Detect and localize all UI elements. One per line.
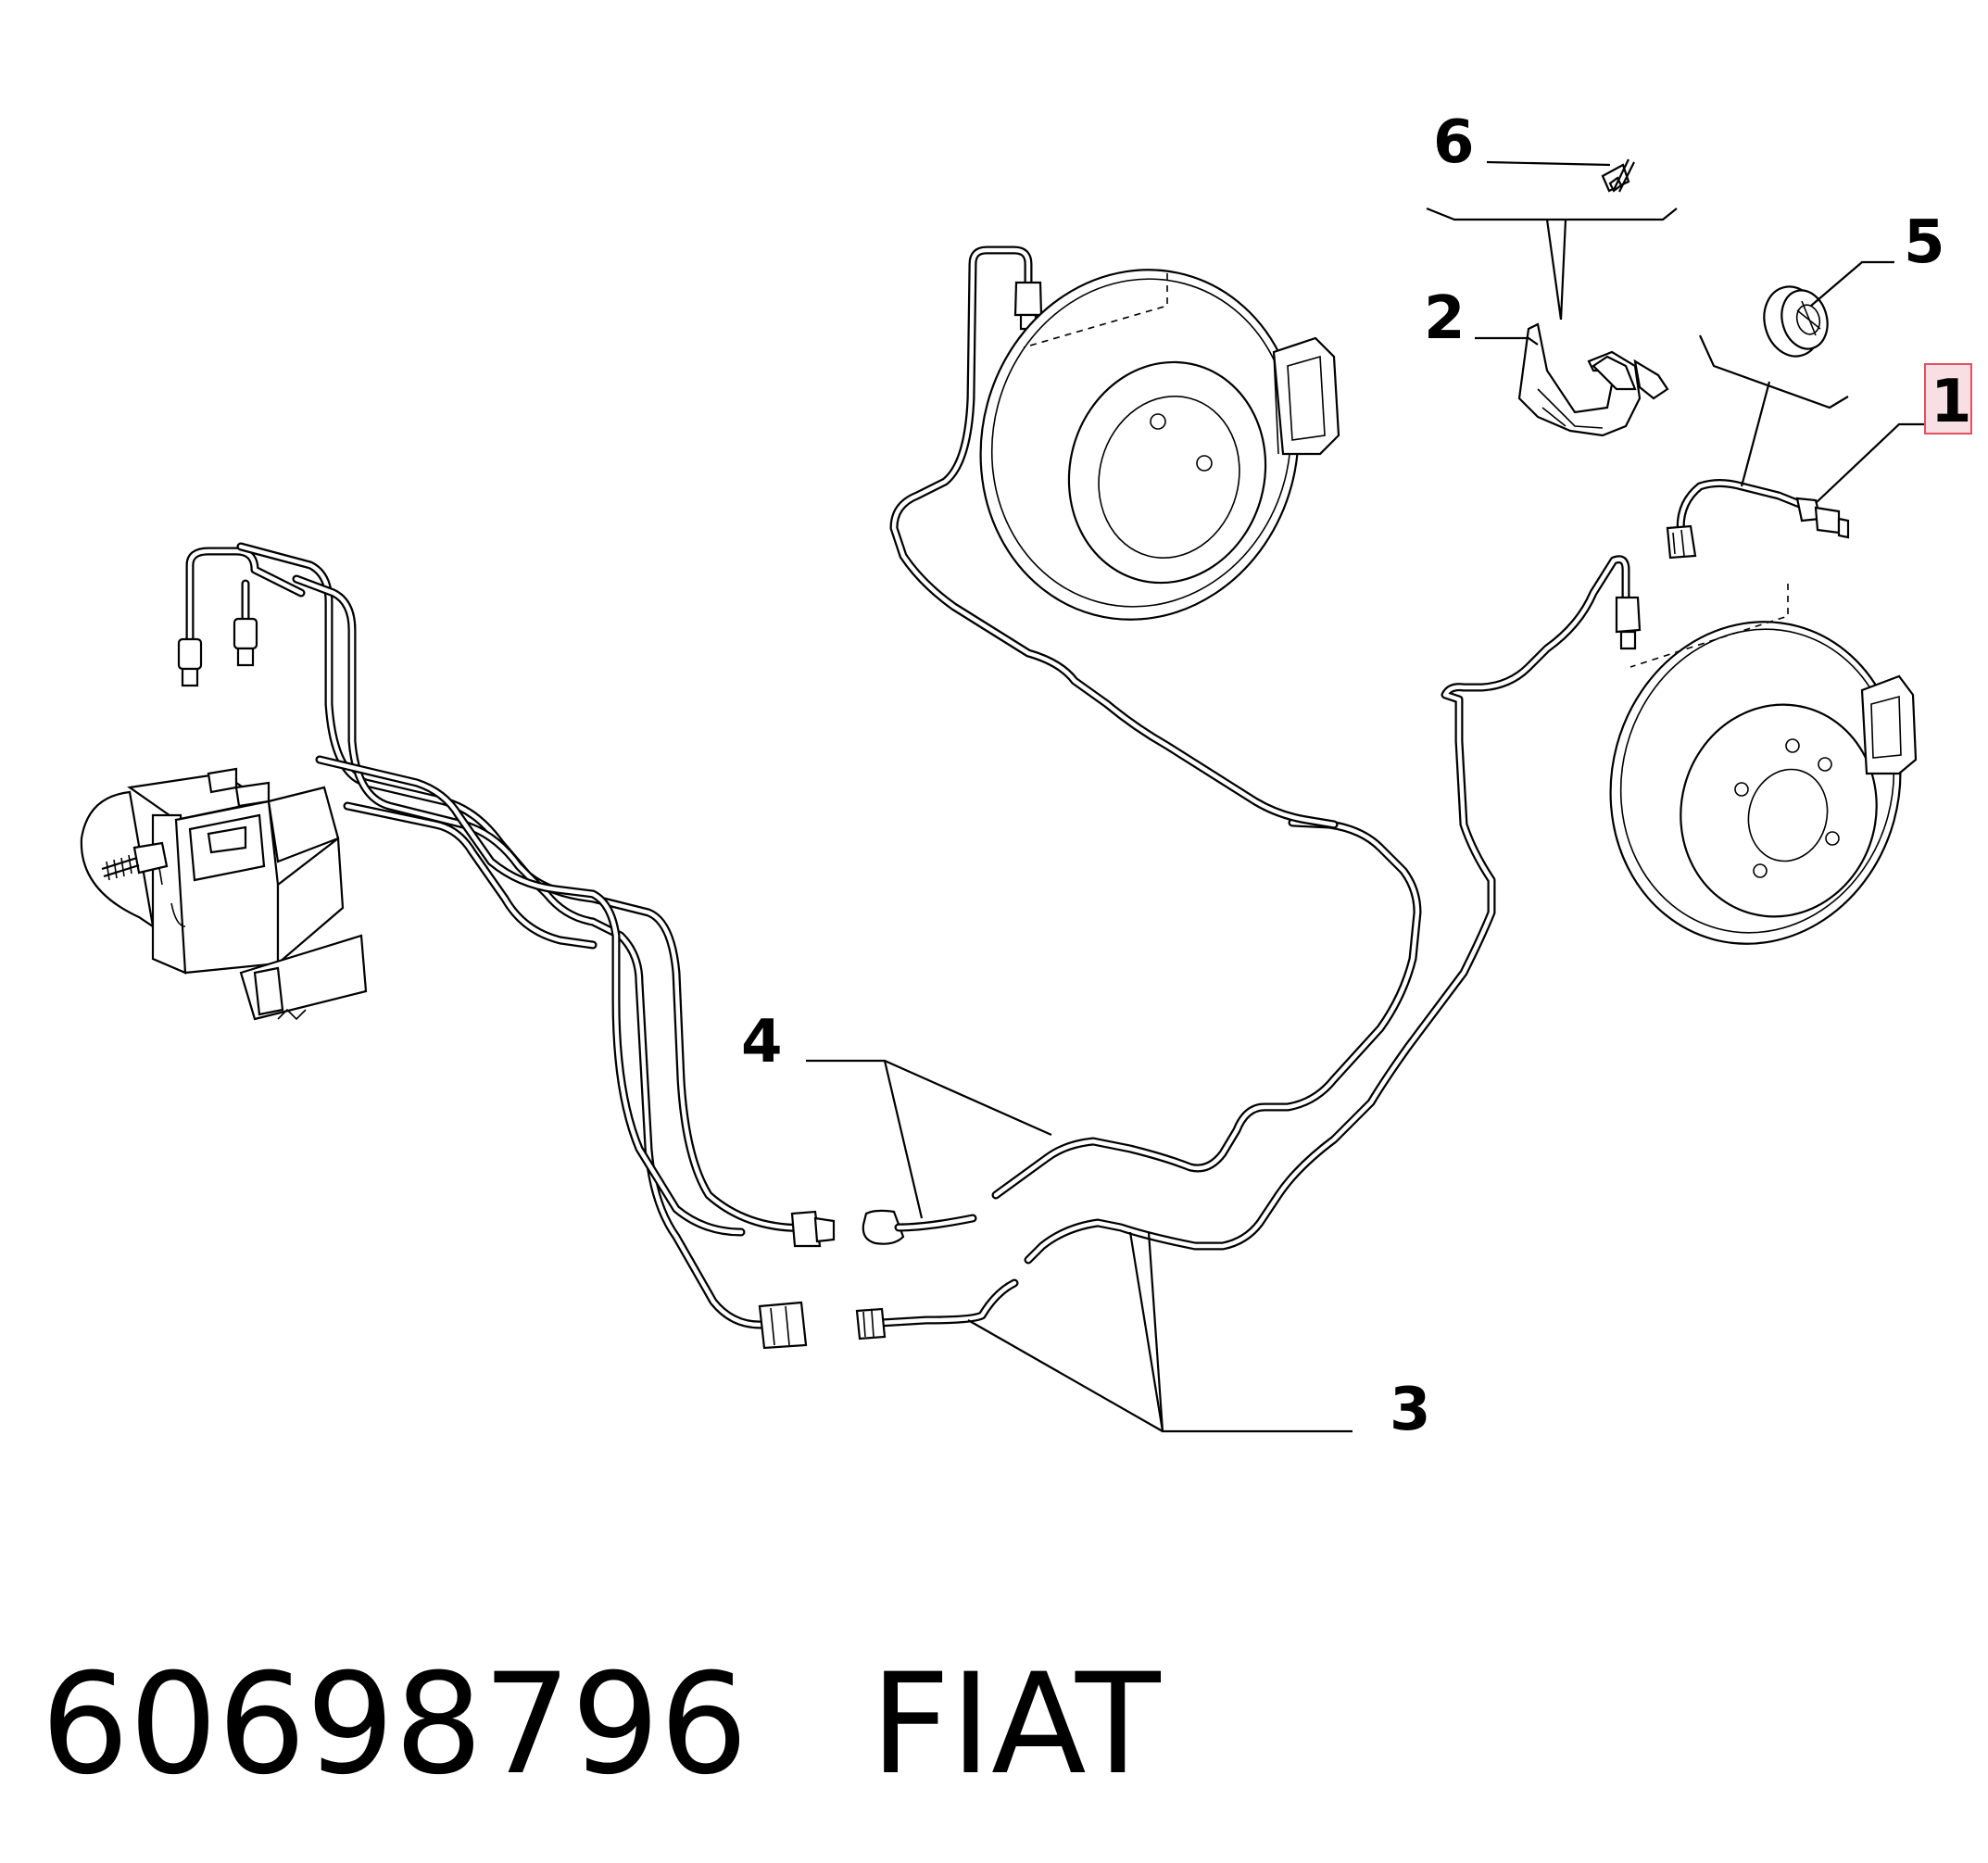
part-5-grommet bbox=[1763, 285, 1829, 358]
callout-labels: 6 2 5 1 4 3 bbox=[741, 108, 1972, 1444]
part-6-bolt bbox=[1601, 158, 1635, 193]
part-caption: 60698796 FIAT bbox=[41, 1644, 1161, 1806]
callout-3[interactable]: 3 bbox=[1390, 1376, 1431, 1444]
part-2-bracket bbox=[1517, 322, 1669, 437]
exploded-parts-diagram: 6 2 5 1 4 3 bbox=[80, 108, 1972, 1444]
brake-rotor-upper bbox=[979, 269, 1340, 621]
callout-6[interactable]: 6 bbox=[1433, 108, 1475, 177]
pipe-run-lower-left bbox=[236, 542, 836, 1350]
callout-1-highlight bbox=[1924, 363, 1972, 434]
brake-rotor-lower bbox=[1609, 584, 1918, 945]
callout-4[interactable]: 4 bbox=[741, 1008, 783, 1076]
abs-hydraulic-unit bbox=[80, 767, 368, 1021]
pipe-front-left bbox=[889, 245, 1339, 829]
pipe-3-run bbox=[855, 555, 1642, 1341]
callout-1[interactable]: 1 bbox=[1931, 368, 1972, 436]
callout-2[interactable]: 2 bbox=[1424, 284, 1466, 353]
part-number: 60698796 bbox=[41, 1644, 749, 1806]
pipe-4-segment bbox=[862, 818, 1422, 1245]
part-1-brake-hose bbox=[1666, 479, 1850, 560]
brand-name: FIAT bbox=[870, 1644, 1161, 1806]
leader-lines bbox=[806, 160, 1925, 1433]
callout-5[interactable]: 5 bbox=[1904, 208, 1945, 277]
abs-outlet-pipes bbox=[177, 547, 306, 687]
